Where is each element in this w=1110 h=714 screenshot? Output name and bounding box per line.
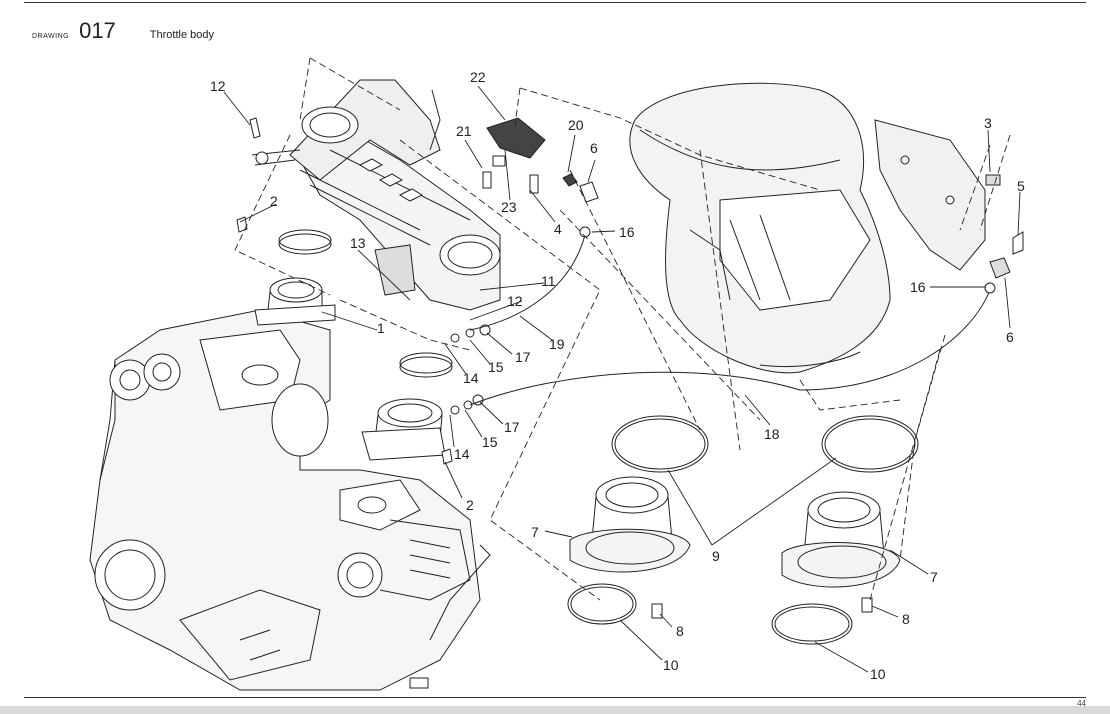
callout-6: 6	[590, 140, 598, 156]
callout-10b: 10	[870, 666, 886, 682]
callout-23: 23	[501, 199, 517, 215]
clamp[interactable]	[278, 229, 453, 378]
drawing-number: 017	[79, 18, 116, 43]
throttle-body-assembly[interactable]	[251, 79, 501, 311]
callout-14: 14	[463, 370, 479, 386]
intake-manifold[interactable]	[254, 277, 446, 461]
sensor[interactable]	[236, 117, 599, 465]
callout-2: 2	[270, 193, 278, 209]
callout-6b: 6	[1006, 329, 1014, 345]
callout-19: 19	[549, 336, 565, 352]
callout-18: 18	[764, 426, 780, 442]
callout-17b: 17	[504, 419, 520, 435]
callout-14b: 14	[454, 446, 470, 462]
top-rule	[24, 2, 1086, 3]
callout-20: 20	[568, 117, 584, 133]
callout-2b: 2	[466, 497, 474, 513]
callout-8b: 8	[902, 611, 910, 627]
drawing-title: Throttle body	[149, 29, 214, 41]
gasket[interactable]	[567, 415, 919, 645]
page-number: 44	[1077, 699, 1086, 708]
callout-21: 21	[456, 123, 472, 139]
callout-11: 11	[541, 273, 556, 289]
airbox[interactable]	[629, 82, 891, 374]
callout-15: 15	[488, 359, 504, 375]
callout-22: 22	[470, 69, 486, 85]
callout-10: 10	[663, 657, 679, 673]
callout-7b: 7	[930, 569, 938, 585]
callout-9: 9	[712, 548, 720, 564]
callout-1: 1	[377, 320, 385, 336]
callout-8: 8	[676, 623, 684, 639]
engine[interactable]	[89, 309, 491, 691]
callout-17: 17	[515, 349, 531, 365]
assembly-guide-lines	[234, 57, 1011, 601]
trumpet[interactable]	[569, 476, 901, 619]
drawing-header: DRAWING 017 Throttle body	[32, 18, 214, 44]
callout-7: 7	[531, 524, 539, 540]
callout-labels: 12 2 13 1 14 15 17 19 11 12 22 21 23 4 2…	[210, 69, 1025, 682]
callout-12b: 12	[507, 293, 523, 309]
callout-15b: 15	[482, 434, 498, 450]
callout-5: 5	[1017, 178, 1025, 194]
callout-3: 3	[984, 115, 992, 131]
callout-13: 13	[350, 235, 366, 251]
bottom-rule	[24, 697, 1086, 698]
callout-16b: 16	[910, 279, 926, 295]
callout-4: 4	[554, 221, 562, 237]
hose[interactable]	[450, 226, 996, 415]
callout-16: 16	[619, 224, 635, 240]
sensor-bracket[interactable]	[874, 119, 1024, 279]
leader-lines	[223, 85, 1021, 673]
callout-12: 12	[210, 78, 226, 94]
footer-band	[0, 706, 1110, 714]
drawing-label: DRAWING	[32, 33, 70, 40]
